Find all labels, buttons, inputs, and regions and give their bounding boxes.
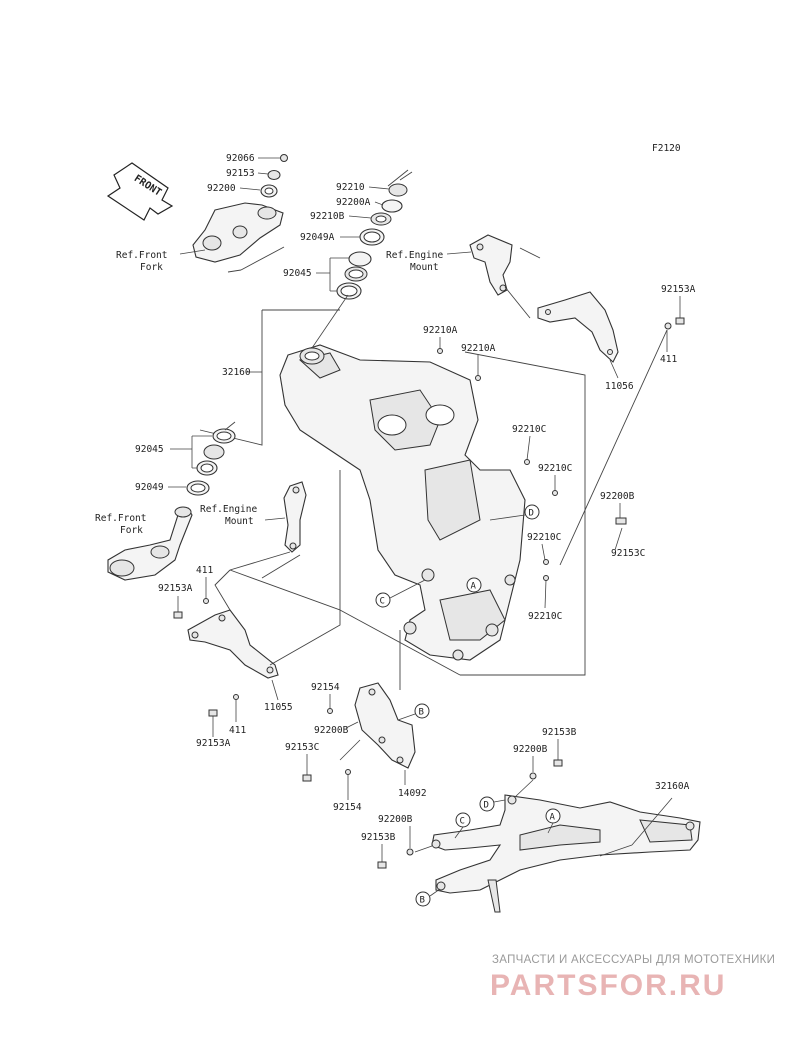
watermark-tagline: ЗАПЧАСТИ И АКСЕССУАРЫ ДЛЯ МОТОТЕХНИКИ	[492, 954, 775, 966]
svg-text:C: C	[380, 597, 385, 607]
label-92200: 92200	[207, 183, 236, 194]
subframe-32160A-drawing	[431, 794, 701, 913]
label-92154-2: 92154	[333, 802, 362, 813]
svg-text:C: C	[460, 817, 465, 827]
label-92049: 92049	[135, 482, 164, 493]
ref-front-fork-top: Ref.Front	[116, 250, 167, 261]
callout-D-frame: D	[524, 504, 540, 520]
label-92210: 92210	[336, 182, 365, 193]
ref-engine-mount-top: Ref.Engine	[386, 250, 443, 261]
label-92210A-2: 92210A	[461, 343, 496, 354]
upper-clamp-group	[179, 154, 288, 273]
label-92200B-right2: 92200B	[513, 744, 548, 755]
label-92154-1: 92154	[311, 682, 340, 693]
callout-B-mid: B	[414, 703, 430, 719]
label-92153: 92153	[226, 168, 255, 179]
label-92200B-right: 92200B	[600, 491, 635, 502]
label-92066: 92066	[226, 153, 255, 164]
svg-text:Mount: Mount	[410, 262, 439, 273]
lower-clamp-group	[107, 421, 236, 581]
svg-text:B: B	[419, 708, 424, 718]
svg-text:Mount: Mount	[225, 516, 254, 527]
plate-11056-drawing	[537, 291, 619, 363]
front-arrow: FRONT	[106, 162, 174, 221]
svg-text:B: B	[420, 896, 425, 906]
bracket-11055-drawing	[187, 569, 341, 679]
label-92049A: 92049A	[300, 232, 335, 243]
label-92210C-2: 92210C	[538, 463, 572, 474]
label-92210C-1: 92210C	[512, 424, 546, 435]
callout-A-subframe: A	[545, 808, 561, 824]
label-32160A: 32160A	[655, 781, 690, 792]
ref-engine-mount-left: Ref.Engine	[200, 504, 257, 515]
callout-D-subframe: D	[479, 796, 495, 812]
label-411-right: 411	[660, 354, 677, 365]
callout-C-frame: C	[375, 592, 391, 608]
engine-mount-left-drawing	[229, 481, 307, 579]
svg-text:Fork: Fork	[140, 262, 163, 273]
watermark-logo: PARTSFOR.RU	[490, 969, 726, 1002]
label-14092: 14092	[398, 788, 427, 799]
label-92200B-mid: 92200B	[314, 725, 349, 736]
main-frame-32160-drawing	[199, 294, 586, 676]
label-11055: 11055	[264, 702, 293, 713]
label-92210A-1: 92210A	[423, 325, 458, 336]
svg-text:D: D	[529, 509, 534, 519]
svg-text:D: D	[484, 801, 489, 811]
label-92153A-right: 92153A	[661, 284, 696, 295]
svg-text:Fork: Fork	[120, 525, 143, 536]
label-411-bottom: 411	[229, 725, 246, 736]
label-11056: 11056	[605, 381, 634, 392]
stem-nut-stack	[336, 169, 413, 300]
svg-text:A: A	[471, 582, 477, 592]
engine-mount-top-drawing	[469, 234, 541, 319]
svg-text:A: A	[550, 813, 556, 823]
label-92045-top: 92045	[283, 268, 312, 279]
part-92066-drawing	[280, 154, 288, 162]
label-32160: 32160	[222, 367, 251, 378]
bracket-14092-drawing	[339, 630, 416, 769]
label-92045-left: 92045	[135, 444, 164, 455]
label-92153C-mid: 92153C	[285, 742, 319, 753]
label-411-left: 411	[196, 565, 213, 576]
callout-C-subframe: C	[455, 812, 471, 828]
part-92153-drawing	[267, 170, 281, 180]
label-92153B-right: 92153B	[542, 727, 577, 738]
label-92210C-4: 92210C	[528, 611, 562, 622]
label-92200B-bottom: 92200B	[378, 814, 413, 825]
label-92210C-3: 92210C	[527, 532, 561, 543]
label-92153A-left: 92153A	[158, 583, 193, 594]
figure-code: F2120	[652, 143, 681, 154]
callout-A-frame: A	[466, 577, 482, 593]
callout-B-subframe: B	[415, 891, 431, 907]
label-92153A-bottom: 92153A	[196, 738, 231, 749]
ref-front-fork-left: Ref.Front	[95, 513, 146, 524]
label-92200A: 92200A	[336, 197, 371, 208]
label-92210B: 92210B	[310, 211, 345, 222]
label-92153B-bottom: 92153B	[361, 832, 396, 843]
label-92153C-right: 92153C	[611, 548, 645, 559]
